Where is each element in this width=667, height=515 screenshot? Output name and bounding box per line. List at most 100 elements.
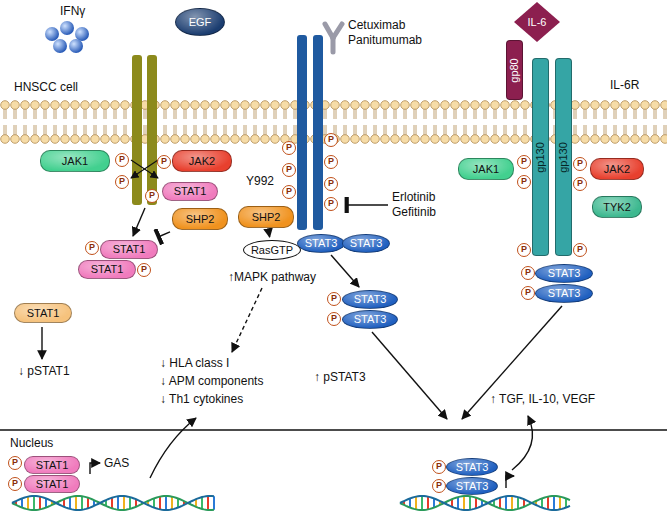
effect-label: ↓ pSTAT1 bbox=[18, 364, 70, 379]
stat-protein: STAT1 bbox=[24, 475, 80, 493]
gene-element-label: GAS bbox=[104, 456, 129, 471]
effect-label: ↓ HLA class I bbox=[160, 356, 229, 371]
node-text: gp130 bbox=[557, 142, 570, 173]
dna-rung bbox=[117, 496, 119, 509]
stat-protein: STAT3 bbox=[535, 284, 593, 303]
effect-label: ↑ pSTAT3 bbox=[314, 370, 366, 385]
dna-rung bbox=[517, 497, 519, 509]
node-text: STAT1 bbox=[27, 307, 60, 320]
kinase-box: JAK1 bbox=[458, 158, 514, 180]
node-text: STAT3 bbox=[456, 480, 489, 493]
dna-rung bbox=[45, 498, 47, 507]
effect-label: ↓ Th1 cytokines bbox=[160, 392, 243, 407]
dna-rung bbox=[553, 496, 555, 510]
signal-arrows bbox=[42, 205, 562, 488]
node-text: STAT3 bbox=[350, 237, 383, 250]
node-text: STAT1 bbox=[36, 478, 69, 491]
dna-rung bbox=[421, 496, 423, 510]
ifn-gamma-molecules bbox=[45, 21, 89, 53]
node-text: STAT3 bbox=[548, 267, 581, 280]
dna-rung bbox=[27, 497, 29, 510]
phospho-circle: P bbox=[115, 153, 129, 167]
phospho-circle: P bbox=[517, 243, 531, 257]
dna-rung bbox=[201, 497, 203, 509]
dna-rung bbox=[129, 497, 131, 509]
stat-protein: STAT3 bbox=[342, 234, 391, 253]
jak-cross bbox=[131, 160, 158, 178]
dna-rung bbox=[159, 497, 161, 510]
phospho-circle: P bbox=[157, 155, 171, 169]
stat-protein: STAT3 bbox=[342, 290, 398, 309]
node-text: STAT1 bbox=[113, 243, 146, 256]
dna-rung bbox=[87, 498, 89, 509]
dna-rung bbox=[565, 498, 567, 507]
phospho-circle: P bbox=[8, 477, 22, 491]
arrow-connector bbox=[331, 255, 359, 287]
dna-strand bbox=[400, 496, 570, 510]
node-text: EGF bbox=[189, 16, 212, 29]
node-text: gp130 bbox=[534, 142, 547, 173]
stat-protein: STAT3 bbox=[297, 234, 346, 253]
pathway-label: ↑MAPK pathway bbox=[228, 270, 316, 285]
ras-oval: RasGTP bbox=[243, 240, 301, 260]
receptor-chain: gp130 bbox=[555, 58, 572, 256]
node-text: IL-6 bbox=[528, 16, 547, 29]
dna-strand bbox=[400, 496, 570, 510]
phospho-circle: P bbox=[432, 460, 446, 474]
phospho-circle: P bbox=[282, 163, 296, 177]
dna-rung bbox=[21, 498, 23, 507]
node-text: SHP2 bbox=[252, 211, 281, 224]
phospho-circle: P bbox=[517, 175, 531, 189]
ligand-label: IFNγ bbox=[60, 4, 85, 19]
phospho-circle: P bbox=[282, 141, 296, 155]
dna-rung bbox=[39, 497, 41, 510]
title-label: HNSCC cell bbox=[14, 80, 78, 95]
node-text: STAT1 bbox=[174, 185, 207, 198]
node-text: JAK2 bbox=[604, 163, 630, 176]
phospho-circle: P bbox=[327, 312, 341, 326]
antibody bbox=[325, 24, 342, 52]
node-text: STAT3 bbox=[354, 293, 387, 306]
effect-label: ↓ APM components bbox=[160, 374, 263, 389]
ifn-gamma-receptor bbox=[132, 55, 157, 205]
phospho-circle: P bbox=[137, 263, 151, 277]
stat-protein: STAT3 bbox=[535, 264, 593, 283]
dna-rung bbox=[33, 496, 35, 510]
node-text: STAT3 bbox=[548, 287, 581, 300]
dna-rung bbox=[457, 497, 459, 509]
node-text: RasGTP bbox=[251, 244, 293, 257]
stat-protein: STAT1 bbox=[24, 456, 80, 474]
node-text: STAT1 bbox=[36, 459, 69, 472]
node-text: JAK2 bbox=[189, 155, 215, 168]
dna-rung bbox=[415, 497, 417, 510]
ligand-oval: EGF bbox=[175, 8, 225, 36]
dna-rung bbox=[171, 497, 173, 510]
receptor-label: IL-6R bbox=[610, 78, 639, 93]
dna-rung bbox=[475, 498, 477, 509]
dna-rung bbox=[427, 497, 429, 510]
phospho-circle: P bbox=[327, 292, 341, 306]
dna-rung bbox=[69, 497, 71, 509]
phospho-circle: P bbox=[573, 243, 587, 257]
ligand-diamond: IL-6 bbox=[514, 2, 560, 42]
node-text: TYK2 bbox=[603, 201, 631, 214]
stat-protein: STAT1 bbox=[78, 260, 136, 279]
nuclear-membrane bbox=[0, 429, 667, 431]
phospho-circle: P bbox=[324, 133, 338, 147]
phospho-circle: P bbox=[8, 456, 22, 470]
kinase-box: JAK1 bbox=[40, 150, 110, 172]
dna-rung bbox=[111, 498, 113, 509]
effect-label: ↑ TGF, IL-10, VEGF bbox=[490, 392, 595, 407]
stat-protein: STAT1 bbox=[162, 182, 218, 201]
phospho-circle: P bbox=[521, 286, 535, 300]
kinase-box: JAK2 bbox=[172, 150, 232, 172]
phospho-circle: P bbox=[432, 479, 446, 493]
dna-rung bbox=[207, 496, 209, 510]
receptor-chain: gp80 bbox=[506, 40, 523, 100]
dna-rung bbox=[463, 496, 465, 510]
phospho-circle: P bbox=[521, 266, 535, 280]
diamond-shape bbox=[514, 2, 560, 42]
dna-helix bbox=[12, 496, 570, 510]
